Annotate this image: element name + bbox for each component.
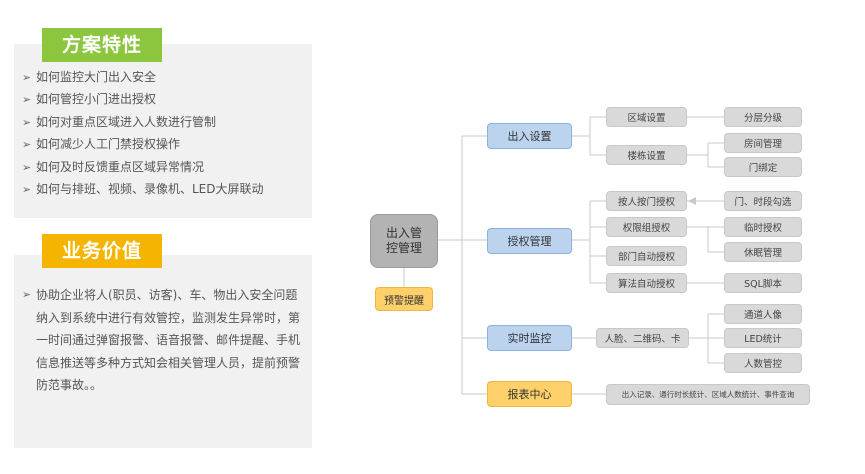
features-title: 方案特性 — [42, 28, 162, 62]
arrow-bullet-icon: ➢ — [22, 115, 32, 129]
root-node: 出入管控管理 — [370, 214, 438, 268]
node-auth-group: 权限组授权 — [606, 217, 687, 237]
value-title: 业务价值 — [42, 234, 162, 268]
arrow-bullet-icon: ➢ — [22, 138, 32, 152]
arrow-bullet-icon: ➢ — [22, 288, 32, 301]
arrow-bullet-icon: ➢ — [22, 182, 32, 196]
arrow-bullet-icon: ➢ — [22, 71, 32, 84]
node-pass-person: 通道人像 — [724, 304, 802, 324]
node-sql-script: SQL脚本 — [724, 273, 802, 293]
features-panel — [14, 44, 312, 218]
list-item: ➢如何管控小门进出授权 — [22, 88, 264, 110]
list-item: ➢如何减少人工门禁授权操作 — [22, 133, 264, 155]
arrow-left-icon — [688, 197, 696, 205]
branch-entry-setting: 出入设置 — [487, 123, 572, 149]
branch-realtime-monitor: 实时监控 — [487, 325, 572, 351]
value-panel — [14, 255, 312, 448]
list-item: ➢如何监控大门出入安全 — [22, 66, 264, 88]
node-door-bind: 门绑定 — [724, 157, 802, 177]
node-temp-auth: 临时授权 — [724, 217, 802, 237]
list-item: ➢如何与排班、视频、录像机、LED大屏联动 — [22, 178, 264, 200]
alert-node: 预警提醒 — [375, 287, 433, 311]
branch-report-center: 报表中心 — [487, 381, 572, 407]
value-paragraph: ➢ 协助企业将人(职员、访客)、车、物出入安全问题纳入到系统中进行有效管控，监测… — [22, 284, 307, 397]
arrow-bullet-icon: ➢ — [22, 93, 32, 107]
value-text: 协助企业将人(职员、访客)、车、物出入安全问题纳入到系统中进行有效管控，监测发生… — [36, 288, 301, 392]
node-rest-manage: 休眠管理 — [724, 242, 802, 262]
features-list: ➢如何监控大门出入安全 ➢如何管控小门进出授权 ➢如何对重点区域进入人数进行管制… — [22, 66, 264, 200]
list-item: ➢如何对重点区域进入人数进行管制 — [22, 111, 264, 133]
node-room-manage: 房间管理 — [724, 133, 802, 153]
node-auth-by-person: 按人按门授权 — [606, 191, 687, 211]
node-auth-algo: 算法自动授权 — [606, 273, 687, 293]
node-auth-dept: 部门自动授权 — [606, 246, 687, 266]
list-item: ➢如何及时反馈重点区域异常情况 — [22, 156, 264, 178]
branch-auth-management: 授权管理 — [487, 228, 572, 254]
node-report-detail: 出入记录、通行时长统计、区域人数统计、事件查询 — [606, 384, 810, 405]
node-area-setting: 区域设置 — [606, 107, 687, 127]
arrow-bullet-icon: ➢ — [22, 160, 32, 174]
node-face-qr-card: 人脸、二维码、卡 — [596, 328, 689, 348]
node-door-time-check: 门、时段勾选 — [724, 191, 802, 211]
node-layer-grading: 分层分级 — [724, 107, 802, 127]
node-building-setting: 楼栋设置 — [606, 145, 687, 165]
node-people-count: 人数管控 — [724, 353, 802, 373]
node-led-stats: LED统计 — [724, 328, 802, 348]
